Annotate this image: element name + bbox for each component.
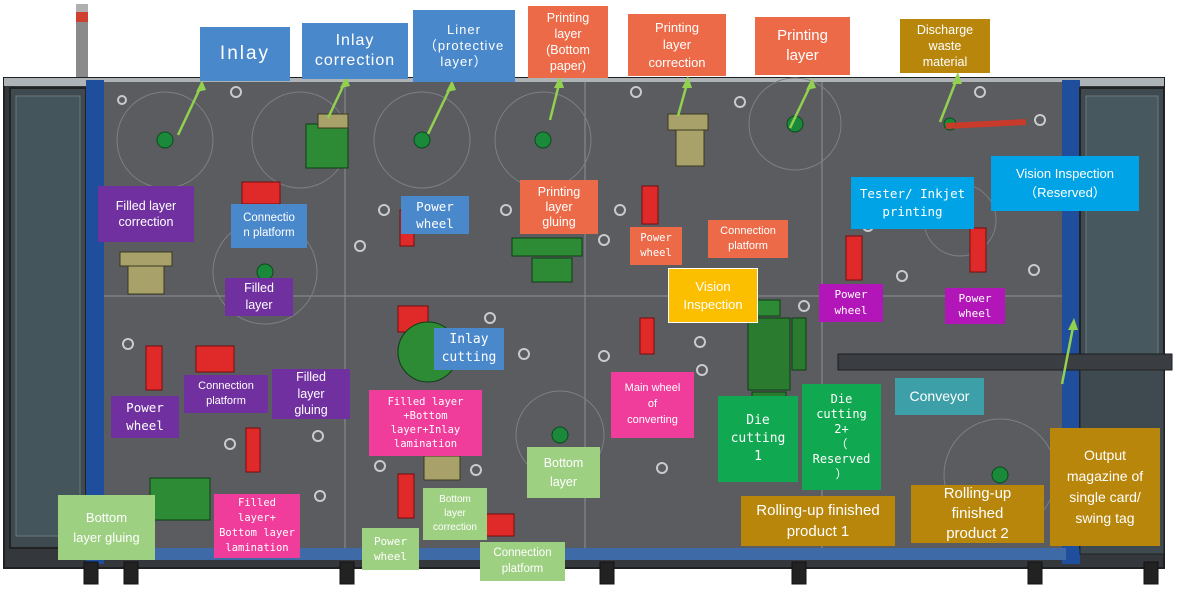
label-filled-layer-gluing: Filled layer gluing bbox=[272, 369, 350, 419]
label-die-cutting-1: Die cutting 1 bbox=[718, 396, 798, 482]
idler-rollers bbox=[117, 86, 1046, 502]
label-filled-bottom-lamination: Filled layer+ Bottom layer lamination bbox=[214, 494, 300, 558]
label-power-wheel-3: Power wheel bbox=[819, 284, 883, 322]
label-liner-protective-layer: Liner （protective layer） bbox=[413, 10, 515, 82]
label-power-wheel-4: Power wheel bbox=[945, 288, 1005, 324]
machine-feet bbox=[83, 561, 1159, 585]
label-filled-layer-correction: Filled layer correction bbox=[98, 186, 194, 242]
left-blue-column bbox=[86, 80, 104, 564]
pointer-arrowheads bbox=[196, 72, 1078, 330]
label-connection-platform-3: Connection platform bbox=[184, 375, 268, 413]
roll-hubs bbox=[156, 115, 1009, 484]
label-bottom-layer-correction: Bottom layer correction bbox=[423, 488, 487, 540]
label-filled-layer: Filled layer bbox=[225, 278, 293, 316]
label-main-wheel-of-converting: Main wheel of converting bbox=[611, 372, 694, 438]
label-power-wheel-6: Power wheel bbox=[362, 528, 419, 570]
label-printing-layer-bottom-paper: Printing layer (Bottom paper) bbox=[528, 6, 608, 78]
label-tester-inkjet-printing: Tester/ Inkjet printing bbox=[851, 177, 974, 229]
waste-arm bbox=[945, 119, 1027, 129]
label-conveyor: Conveyor bbox=[895, 378, 984, 415]
label-connection-platform-4: Connection platform bbox=[480, 542, 565, 581]
label-printing-layer-gluing: Printing layer gluing bbox=[520, 180, 598, 234]
label-vision-inspection: Vision Inspection bbox=[668, 268, 758, 323]
label-inlay-correction: Inlay correction bbox=[302, 23, 408, 79]
label-die-cutting-2-reserved: Die cutting 2+ （ Reserved ） bbox=[802, 384, 881, 490]
signal-tower bbox=[76, 4, 88, 78]
label-printing-layer: Printing layer bbox=[755, 17, 850, 75]
label-power-wheel-5: Power wheel bbox=[111, 396, 179, 438]
label-connection-platform-1: Connectio n platform bbox=[231, 204, 307, 248]
label-rolling-up-finished-product-2: Rolling-up finished product 2 bbox=[911, 485, 1044, 543]
label-vision-inspection-reserved: Vision Inspection （Reserved） bbox=[991, 156, 1139, 211]
label-bottom-layer-gluing: Bottom layer gluing bbox=[58, 495, 155, 560]
label-connection-platform-2: Connection platform bbox=[708, 220, 788, 258]
label-printing-layer-correction: Printing layer correction bbox=[628, 14, 726, 76]
label-bottom-layer: Bottom layer bbox=[527, 447, 600, 498]
bottom-rail bbox=[100, 548, 1066, 560]
label-inlay: Inlay bbox=[200, 27, 290, 81]
correction-units bbox=[119, 113, 709, 481]
left-door-window bbox=[15, 95, 81, 537]
label-rolling-up-finished-product-1: Rolling-up finished product 1 bbox=[741, 496, 895, 546]
label-power-wheel-1: Power wheel bbox=[401, 196, 469, 234]
label-inlay-cutting: Inlay cutting bbox=[434, 328, 504, 370]
label-output-magazine: Output magazine of single card/ swing ta… bbox=[1050, 428, 1160, 546]
right-door-window bbox=[1085, 95, 1159, 367]
label-discharge-waste-material: Discharge waste material bbox=[900, 19, 990, 73]
label-power-wheel-2: Power wheel bbox=[630, 227, 682, 265]
label-filled-bottom-inlay-lamination: Filled layer +Bottom layer+Inlay laminat… bbox=[369, 390, 482, 456]
